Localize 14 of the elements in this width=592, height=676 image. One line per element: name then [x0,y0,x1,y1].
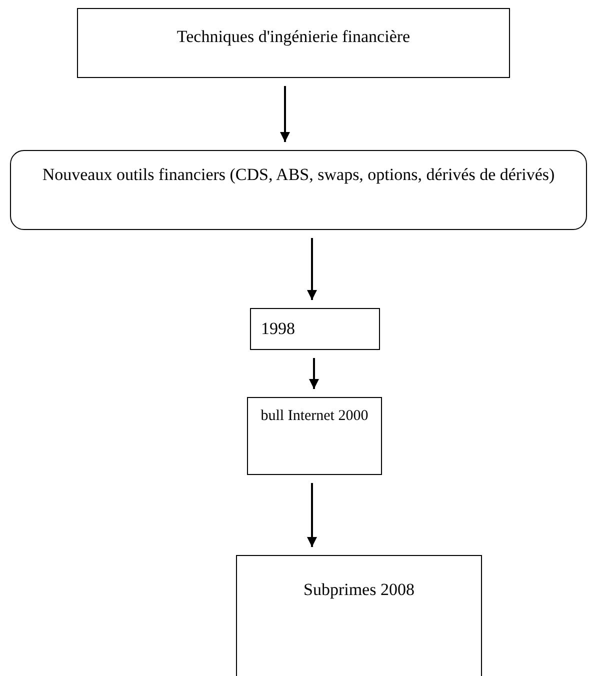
rounded-box [10,150,587,230]
process-box [250,308,380,350]
box-label: 1998 [261,319,296,339]
process-box [247,397,382,475]
process-box [236,555,482,676]
box-label: Techniques d'ingénierie financière [176,27,412,47]
box-label: Subprimes 2008 [302,580,416,600]
arrow [280,86,290,142]
arrow [307,483,317,547]
box-label: bull Internet 2000 [260,408,370,425]
arrow [307,238,317,300]
box-label: Nouveaux outils financiers (CDS, ABS, swaps, options, dérivés de dérivés) [41,165,556,185]
arrow [309,358,319,389]
process-box [77,8,510,78]
